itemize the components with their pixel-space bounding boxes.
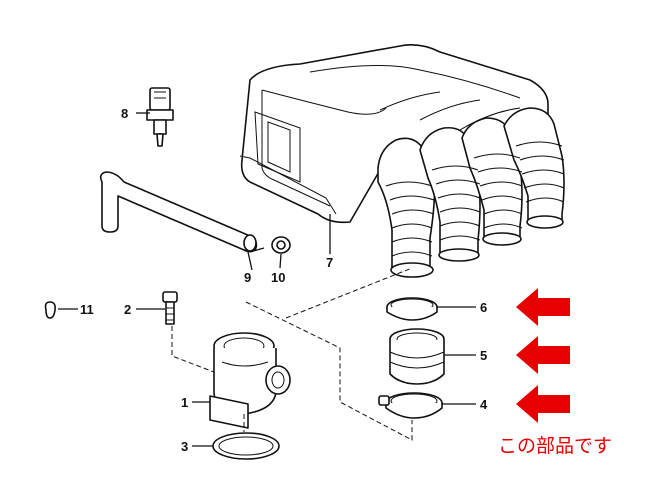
vent-hose-part-9 — [99, 171, 258, 253]
callout-1: 1 — [181, 395, 188, 410]
callout-labels: 8 9 10 7 2 11 1 3 6 5 4 — [80, 106, 488, 454]
o-ring-part-3 — [212, 432, 280, 460]
callout-9: 9 — [244, 270, 251, 285]
callout-7: 7 — [326, 255, 333, 270]
callout-6: 6 — [480, 300, 487, 315]
intake-manifold-part-7 — [239, 44, 549, 224]
throttle-adapter-part-1 — [209, 332, 291, 429]
grommet-part-11 — [44, 301, 56, 319]
bolt-part-2 — [162, 291, 178, 325]
callout-2: 2 — [124, 302, 131, 317]
intake-boot-part-5 — [389, 328, 445, 385]
callout-5: 5 — [480, 348, 487, 363]
leader-lines — [58, 112, 476, 447]
runner-hoses — [377, 107, 565, 278]
temperature-sensor-part-8 — [146, 87, 174, 147]
hose-clamp-part-4 — [378, 392, 443, 419]
callout-3: 3 — [181, 439, 188, 454]
arrow-left-icon — [516, 288, 570, 326]
callout-11: 11 — [80, 302, 94, 317]
hose-clamp-part-6 — [386, 297, 438, 321]
assembly-guide-lines — [171, 267, 413, 441]
callout-4: 4 — [480, 397, 488, 412]
highlight-arrows — [516, 288, 570, 423]
arrow-left-icon — [516, 336, 570, 374]
hose-clamp-part-10 — [271, 236, 291, 254]
callout-8: 8 — [121, 106, 128, 121]
callout-10: 10 — [271, 270, 285, 285]
arrow-left-icon — [516, 385, 570, 423]
highlight-note: この部品です — [498, 435, 612, 457]
